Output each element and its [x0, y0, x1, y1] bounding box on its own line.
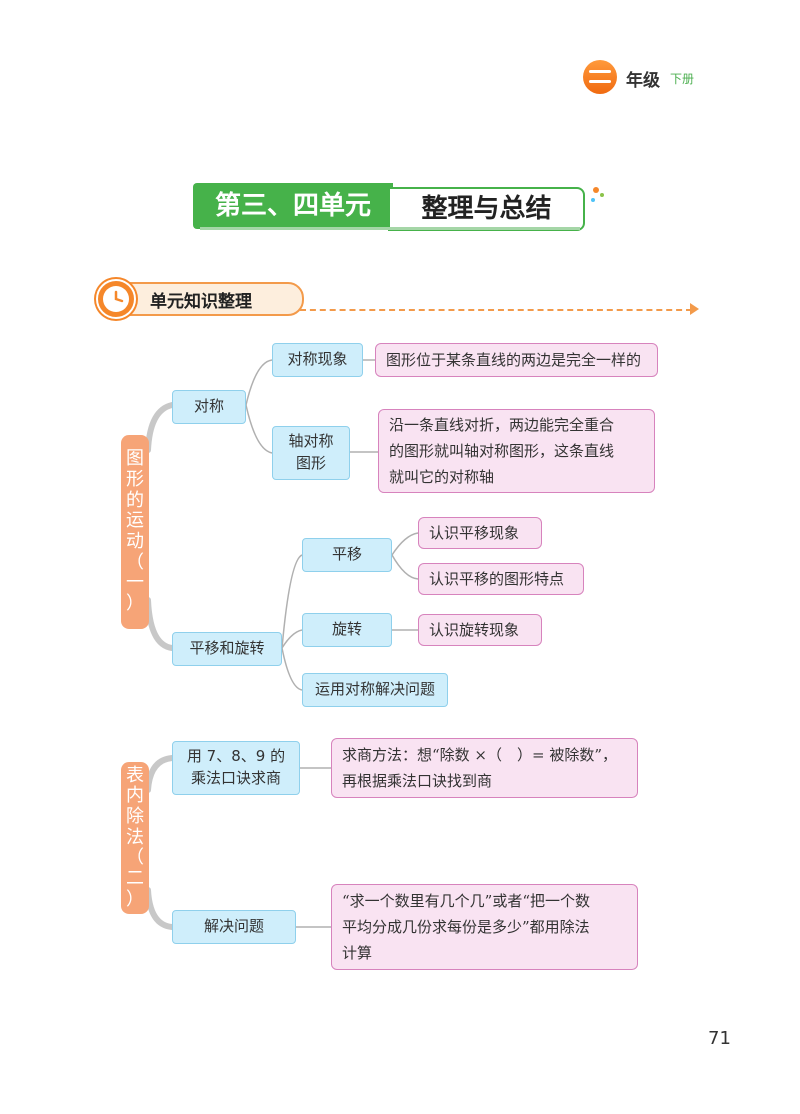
desc-rotation-phenomenon: 认识旋转现象	[418, 614, 542, 646]
desc-axis-symmetric-figure: 沿一条直线对折，两边能完全重合 的图形就叫轴对称图形，这条直线 就叫它的对称轴	[378, 409, 655, 493]
node-multiplication-table-quotient: 用 7、8、9 的 乘法口诀求商	[172, 741, 300, 795]
node-symmetry: 对称	[172, 390, 246, 424]
desc-translation-phenomenon: 认识平移现象	[418, 517, 542, 549]
node-rotation: 旋转	[302, 613, 392, 647]
desc-symmetry-phenomenon: 图形位于某条直线的两边是完全一样的	[375, 343, 658, 377]
grade-badge	[583, 60, 617, 94]
unit-title: 第三、四单元	[193, 183, 393, 229]
desc-quotient-method: 求商方法：想“除数 ×（ ）= 被除数”， 再根据乘法口诀找到商	[331, 738, 638, 798]
clock-icon	[96, 279, 136, 319]
sparkle-icon	[591, 187, 604, 202]
title-underline	[200, 227, 580, 230]
category-table-division: 表 内 除 法 （ 二 ）	[121, 762, 149, 914]
unit-subtitle: 整理与总结	[388, 187, 585, 231]
node-symmetry-phenomenon: 对称现象	[272, 343, 363, 377]
volume-label: 下册	[670, 72, 695, 86]
section-title: 单元知识整理	[150, 292, 252, 312]
page-number: 71	[708, 1028, 731, 1049]
node-translation: 平移	[302, 538, 392, 572]
node-translation-rotation: 平移和旋转	[172, 632, 282, 666]
node-apply-symmetry: 运用对称解决问题	[302, 673, 448, 707]
arrow-right-icon	[690, 303, 699, 315]
desc-translation-features: 认识平移的图形特点	[418, 563, 584, 595]
desc-division-problems: “求一个数里有几个几”或者“把一个数 平均分成几份求每份是多少”都用除法 计算	[331, 884, 638, 970]
category-graphic-motion: 图 形 的 运 动 （ 一 ）	[121, 435, 149, 629]
section-divider	[300, 309, 692, 311]
node-problem-solving: 解决问题	[172, 910, 296, 944]
grade-label: 年级	[626, 71, 660, 91]
node-axis-symmetric-figure: 轴对称 图形	[272, 426, 350, 480]
